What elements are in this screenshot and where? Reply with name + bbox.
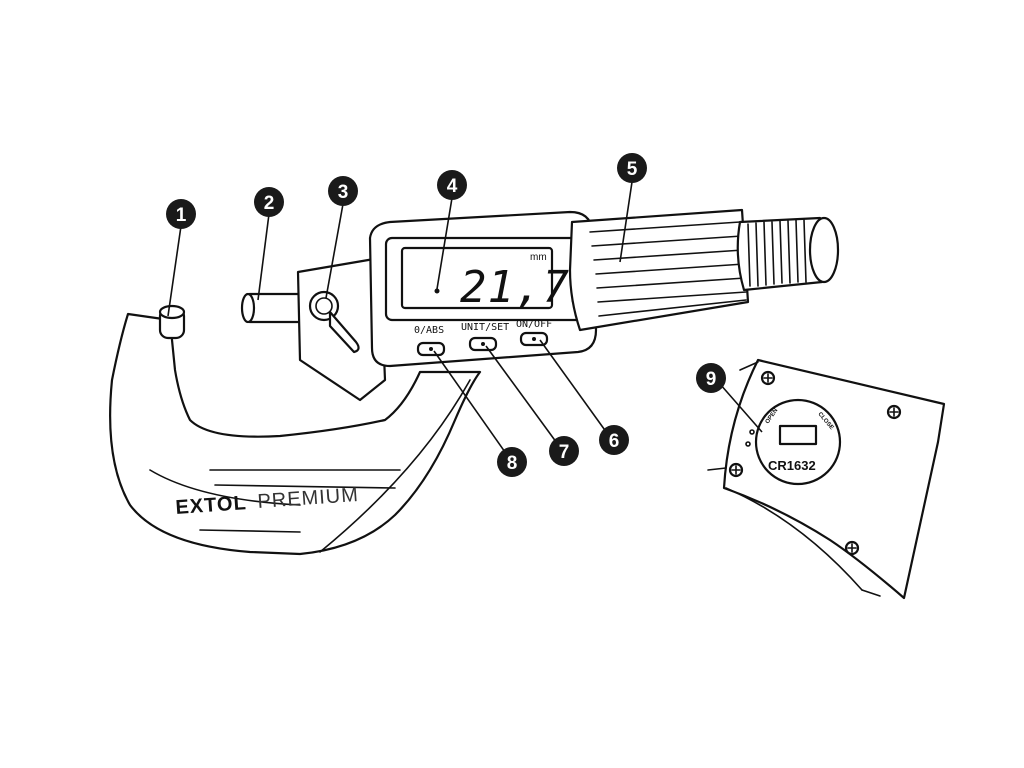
battery-type-label: CR1632	[768, 458, 816, 473]
battery-cover-detail: CR1632 OPEN CLOSE	[707, 358, 946, 600]
svg-text:5: 5	[627, 159, 638, 180]
callout-9: 9	[696, 363, 726, 393]
lcd-unit: mm	[530, 252, 547, 263]
cover-screw	[728, 462, 744, 478]
callout-1: 1	[166, 199, 196, 229]
svg-text:8: 8	[507, 453, 518, 474]
cover-screw	[886, 404, 902, 420]
lcd-indicator-dot	[434, 288, 440, 294]
unit-set-button[interactable]	[468, 336, 498, 352]
cover-screw	[760, 370, 776, 386]
svg-text:6: 6	[609, 431, 620, 452]
svg-text:9: 9	[706, 369, 717, 390]
zero-abs-button[interactable]	[416, 341, 446, 357]
svg-text:4: 4	[447, 176, 458, 197]
zero-abs-label: 0/ABS	[414, 325, 444, 336]
unit-set-label: UNIT/SET	[461, 322, 509, 333]
spindle	[240, 292, 306, 324]
spindle-lock[interactable]	[308, 290, 360, 354]
svg-text:7: 7	[559, 442, 570, 463]
ratchet[interactable]	[736, 216, 840, 292]
display-body	[368, 210, 598, 368]
callout-2: 2	[254, 187, 284, 217]
svg-text:3: 3	[338, 182, 349, 203]
callout-8: 8	[497, 447, 527, 477]
battery-cap[interactable]: CR1632 OPEN CLOSE	[745, 398, 842, 486]
on-off-label: ON/OFF	[516, 319, 552, 330]
micrometer-frame	[109, 312, 482, 556]
svg-text:2: 2	[264, 193, 275, 214]
callout-4: 4	[437, 170, 467, 200]
position-dot	[749, 429, 755, 435]
svg-text:1: 1	[176, 205, 187, 226]
thimble[interactable]	[568, 208, 750, 332]
callout-5: 5	[617, 153, 647, 183]
callout-3: 3	[328, 176, 358, 206]
leader-lines	[167, 181, 763, 463]
callout-6: 6	[599, 425, 629, 455]
cover-screw	[844, 540, 860, 556]
callout-7: 7	[549, 436, 579, 466]
brand-name: EXTOL	[175, 492, 248, 519]
anvil	[158, 304, 186, 340]
position-dot	[745, 441, 751, 447]
